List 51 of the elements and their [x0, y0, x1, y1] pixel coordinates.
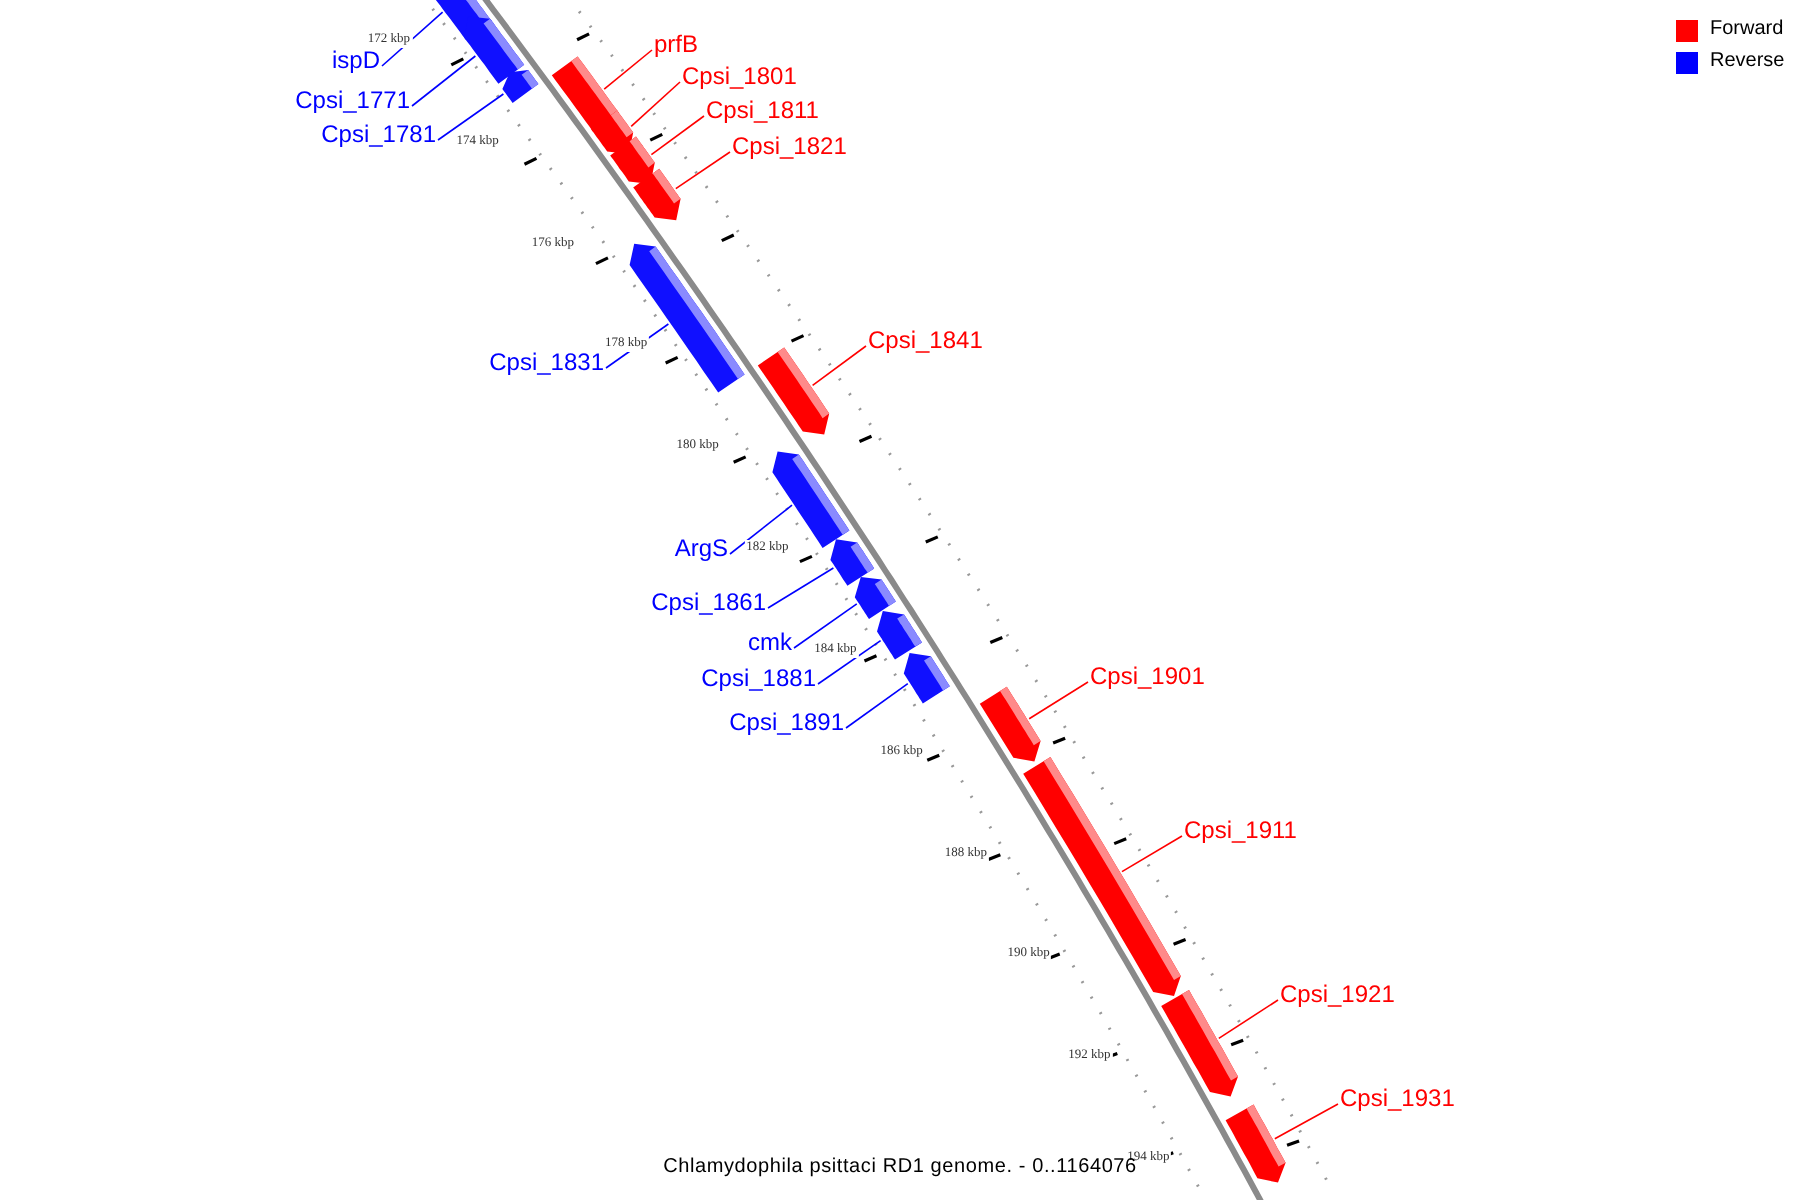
leader-line: [845, 682, 909, 729]
gene-block: [830, 539, 875, 586]
gene-label: Cpsi_1781: [321, 120, 436, 148]
gene-block: [1225, 1104, 1286, 1183]
gene-block: [903, 653, 950, 704]
gene-block: [610, 136, 655, 184]
gene-label: Cpsi_1901: [1090, 662, 1205, 690]
gene-block: [854, 577, 896, 619]
leader-line: [1028, 681, 1089, 720]
gene-block: [1161, 990, 1238, 1097]
gene-label: ispD: [331, 46, 380, 74]
gene-label: Cpsi_1881: [701, 664, 816, 692]
leader-line: [650, 115, 705, 156]
legend-label: Forward: [1710, 18, 1784, 42]
gene-block: [633, 168, 681, 221]
gene-block: [464, 16, 525, 84]
gene-label: cmk: [748, 628, 792, 656]
gene-label: Cpsi_1841: [868, 326, 983, 354]
leader-line: [811, 345, 867, 387]
leader-line: [1274, 1103, 1339, 1140]
gene-label: Cpsi_1921: [1280, 980, 1395, 1008]
leader-line: [793, 603, 858, 649]
gene-label: Cpsi_1801: [682, 62, 797, 90]
gene-label: Cpsi_1861: [651, 588, 766, 616]
gene-label: Cpsi_1831: [489, 348, 604, 376]
leader-line: [1121, 835, 1183, 873]
gene-label: Cpsi_1821: [732, 132, 847, 160]
gene-label: Cpsi_1891: [729, 708, 844, 736]
gene-label: Cpsi_1771: [295, 86, 410, 114]
gene-block: [757, 347, 830, 435]
gene-block: [979, 686, 1041, 762]
leader-line: [411, 55, 477, 107]
leader-line: [729, 504, 793, 555]
gene-label: ArgS: [674, 534, 728, 562]
gene-label: Cpsi_1931: [1340, 1084, 1455, 1112]
gene-label: Cpsi_1811: [706, 96, 819, 124]
leader-line: [630, 81, 681, 128]
leader-line: [381, 11, 444, 67]
leader-line: [437, 93, 505, 141]
leader-line: [603, 49, 653, 90]
gene-block: [502, 70, 539, 103]
leader-line: [817, 639, 882, 685]
gene-block: [877, 611, 922, 660]
leader-line: [675, 151, 731, 190]
gene-label: prfB: [654, 30, 699, 58]
gene-block: [1023, 757, 1181, 996]
leader-line: [767, 567, 835, 609]
legend-label: Reverse: [1710, 50, 1785, 74]
gene-label: Cpsi_1911: [1184, 816, 1297, 844]
gene-block: [629, 243, 745, 393]
leader-line: [1218, 999, 1279, 1040]
